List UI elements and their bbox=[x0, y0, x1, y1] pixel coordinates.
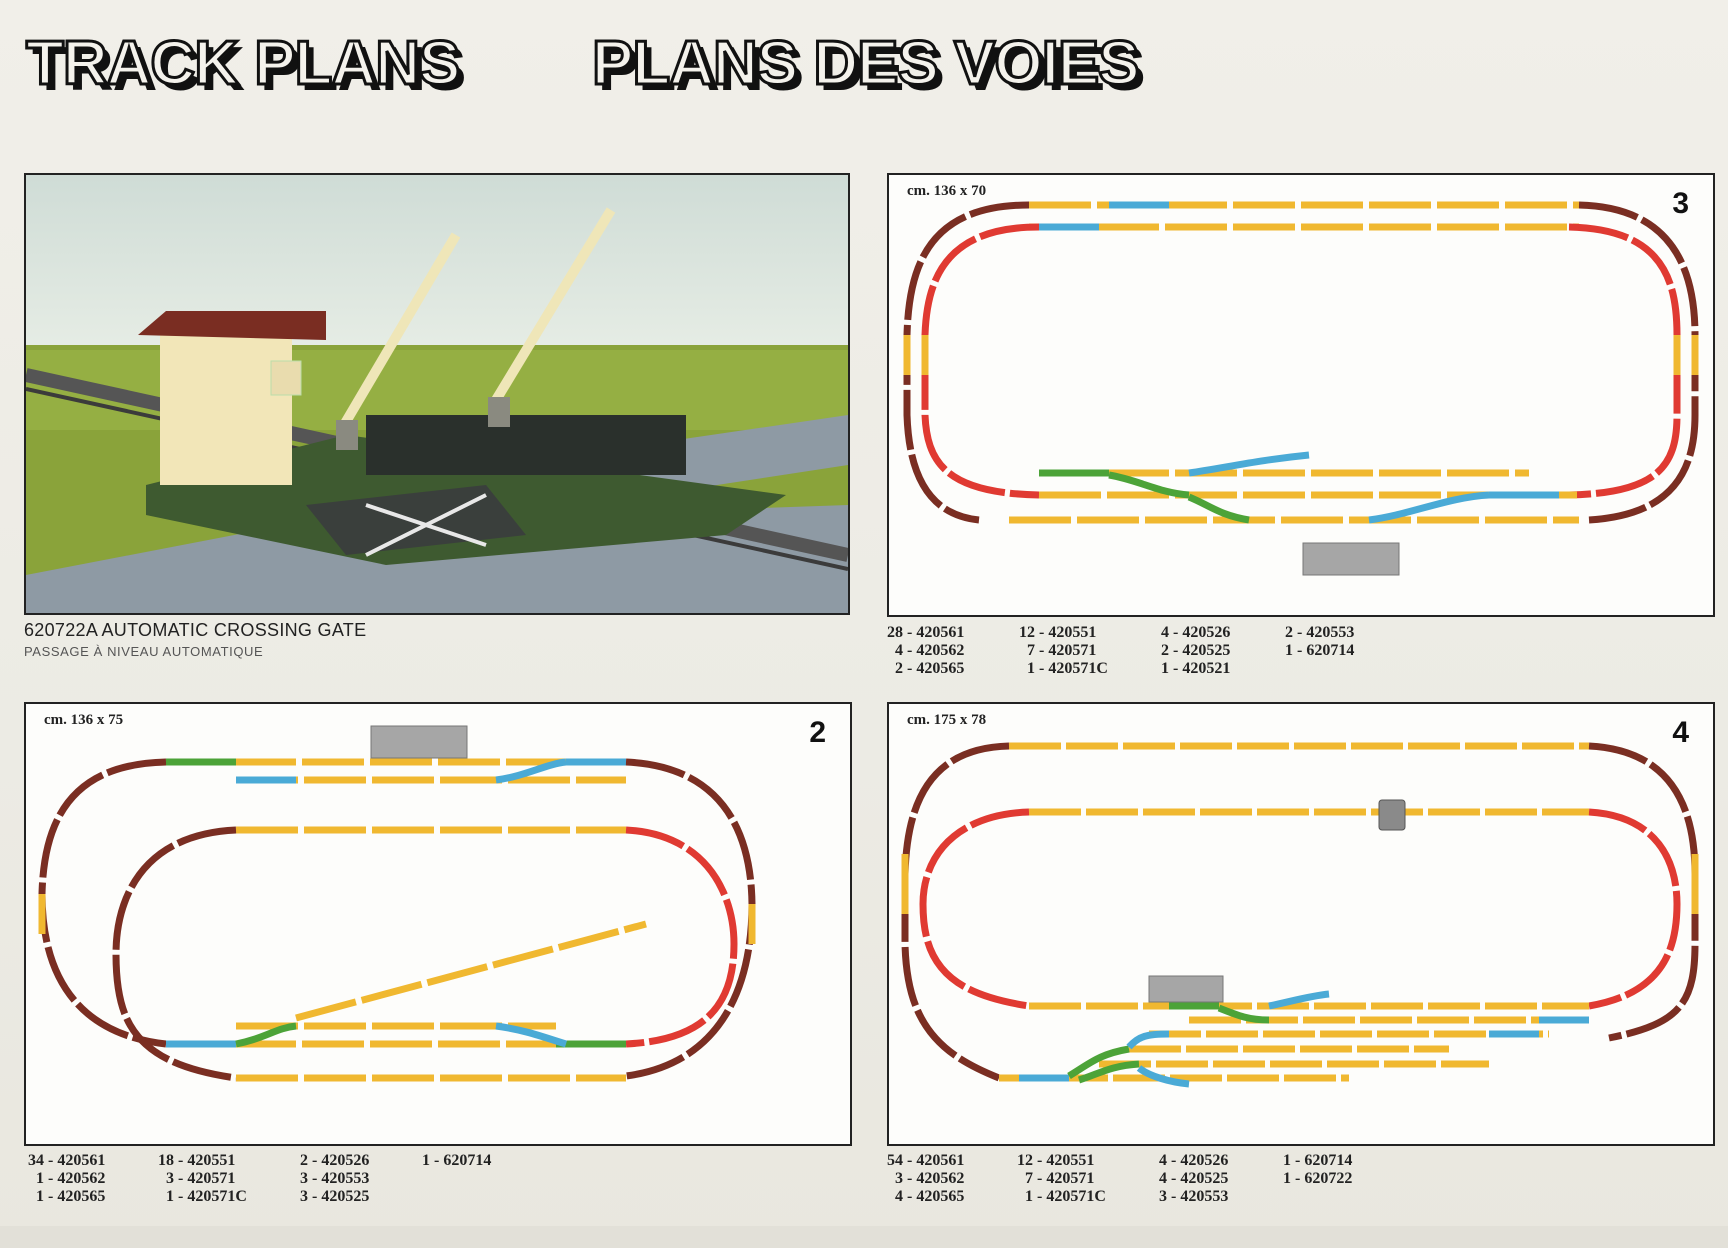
plan-2-number: 2 bbox=[809, 716, 826, 749]
page-bottom-edge bbox=[0, 1226, 1728, 1248]
part-item: 4 - 420526 bbox=[1161, 624, 1231, 641]
title-plans-des-voies: PLANS DES VOIES bbox=[592, 29, 1139, 98]
part-item: 4 - 420562 bbox=[887, 642, 965, 659]
gate-arm-2 bbox=[491, 207, 616, 403]
part-item: 1 - 420521 bbox=[1161, 660, 1231, 677]
part-item: 18 - 420551 bbox=[158, 1152, 236, 1169]
part-item: 4 - 420525 bbox=[1159, 1170, 1229, 1187]
part-item: 2 - 420565 bbox=[887, 660, 965, 677]
plan-3-parts-list: 28 - 420561 4 - 420562 2 - 420565 12 - 4… bbox=[887, 624, 1405, 678]
photo-caption-fr: PASSAGE À NIVEAU AUTOMATIQUE bbox=[24, 644, 264, 659]
part-item bbox=[1283, 1188, 1403, 1206]
crossing-gate-accessory bbox=[1378, 799, 1406, 831]
part-item: 1 - 620714 bbox=[1285, 642, 1355, 659]
title-shadow-2: PLANS DES VOIES bbox=[598, 35, 1145, 104]
part-item: 1 - 620714 bbox=[1283, 1152, 1353, 1169]
plan-4-parts-list: 54 - 420561 3 - 420562 4 - 420565 12 - 4… bbox=[887, 1152, 1403, 1206]
part-item: 4 - 420565 bbox=[887, 1188, 965, 1205]
gate-base bbox=[366, 415, 686, 475]
plan-4-dimensions: cm. 175 x 78 bbox=[907, 712, 987, 728]
part-item: 7 - 420571 bbox=[1017, 1170, 1095, 1187]
part-item: 54 - 420561 bbox=[887, 1152, 965, 1169]
station-accessory bbox=[370, 725, 468, 759]
page-title: TRACK PLANS TRACK PLANS PLANS DES VOIES … bbox=[25, 28, 1146, 105]
part-item: 3 - 420562 bbox=[887, 1170, 965, 1187]
title-shadow-1: TRACK PLANS bbox=[32, 35, 465, 104]
part-item: 3 - 420553 bbox=[1159, 1188, 1229, 1205]
part-item: 2 - 420525 bbox=[1161, 642, 1231, 659]
part-item: 1 - 420571C bbox=[158, 1188, 247, 1205]
part-item: 2 - 420526 bbox=[300, 1152, 370, 1169]
part-item: 12 - 420551 bbox=[1017, 1152, 1095, 1169]
part-item: 1 - 420571C bbox=[1017, 1188, 1106, 1205]
part-item: 1 - 620722 bbox=[1283, 1170, 1353, 1187]
gate-arm-1 bbox=[339, 232, 461, 428]
track-plan-3: cm. 136 x 70 3 bbox=[887, 173, 1715, 617]
signal-cabin bbox=[160, 335, 292, 485]
part-item: 7 - 420571 bbox=[1019, 642, 1097, 659]
track-plan-4: cm. 175 x 78 4 bbox=[887, 702, 1715, 1146]
part-item: 2 - 420553 bbox=[1285, 624, 1355, 641]
station-accessory bbox=[1148, 975, 1224, 1003]
track-plan-2: cm. 136 x 75 2 bbox=[24, 702, 852, 1146]
plan-3-number: 3 bbox=[1672, 187, 1689, 220]
plan-2-dimensions: cm. 136 x 75 bbox=[44, 712, 124, 728]
part-item bbox=[422, 1170, 542, 1188]
part-item: 1 - 620714 bbox=[422, 1152, 492, 1169]
part-item: 3 - 420571 bbox=[158, 1170, 236, 1187]
photo-caption-en: 620722A AUTOMATIC CROSSING GATE bbox=[24, 620, 367, 640]
cabin-roof bbox=[138, 311, 326, 340]
part-item: 1 - 420565 bbox=[28, 1188, 106, 1205]
part-item: 34 - 420561 bbox=[28, 1152, 106, 1169]
part-item: 1 - 420571C bbox=[1019, 660, 1108, 677]
part-item bbox=[1285, 660, 1405, 678]
part-item: 1 - 420562 bbox=[28, 1170, 106, 1187]
part-item: 3 - 420553 bbox=[300, 1170, 370, 1187]
part-item: 12 - 420551 bbox=[1019, 624, 1097, 641]
part-item: 4 - 420526 bbox=[1159, 1152, 1229, 1169]
photo-caption: 620722A AUTOMATIC CROSSING GATE PASSAGE … bbox=[24, 620, 366, 659]
station-accessory bbox=[1302, 542, 1400, 576]
part-item bbox=[422, 1188, 542, 1206]
plan-3-dimensions: cm. 136 x 70 bbox=[907, 183, 987, 199]
title-track-plans: TRACK PLANS bbox=[26, 29, 459, 98]
crossing-gate-photo bbox=[24, 173, 850, 615]
part-item: 28 - 420561 bbox=[887, 624, 965, 641]
plan-4-number: 4 bbox=[1672, 716, 1689, 749]
plan-2-parts-list: 34 - 420561 1 - 420562 1 - 420565 18 - 4… bbox=[28, 1152, 542, 1206]
part-item: 3 - 420525 bbox=[300, 1188, 370, 1205]
